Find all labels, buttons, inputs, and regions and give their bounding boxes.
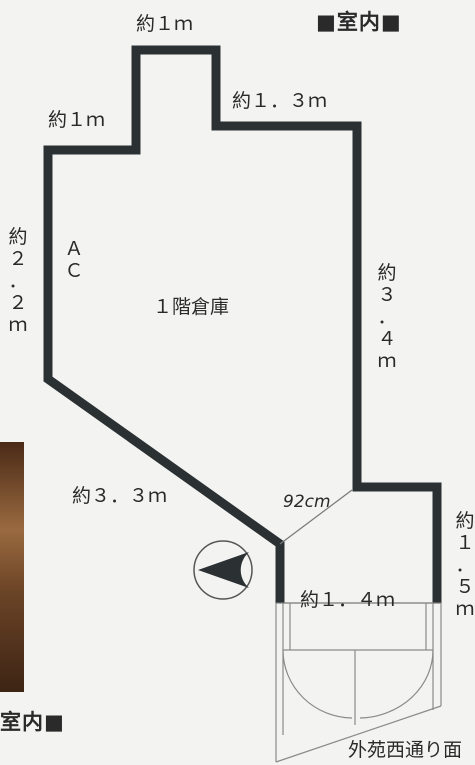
- door-gap-line: [279, 489, 353, 545]
- wall-outline: [43, 45, 442, 603]
- compass-icon: [193, 540, 253, 600]
- ac-label: Ａ Ｃ: [64, 238, 84, 282]
- dim-top: 約１ｍ: [136, 13, 193, 35]
- dim-left-side: 約 ２ ． ２ ｍ: [8, 226, 28, 336]
- header-top: ■室内■: [316, 10, 402, 34]
- side-photo: [0, 442, 24, 692]
- dim-entrance-depth: 約 １ ． ５ ｍ: [455, 510, 475, 620]
- dim-right-side: 約 ３ ． ４ ｍ: [377, 262, 397, 372]
- dim-step-right: 約１．３ｍ: [232, 90, 327, 112]
- dim-entrance-width: 約１．４ｍ: [300, 589, 395, 611]
- dim-diagonal: 約３．３ｍ: [72, 485, 167, 507]
- dim-door-gap: 92cm: [283, 492, 331, 512]
- header-bottom: 室内■: [0, 710, 65, 734]
- dim-step-left: 約１ｍ: [48, 109, 105, 131]
- street-label: 外苑西通り面: [348, 739, 462, 761]
- room-name: １階倉庫: [153, 296, 229, 318]
- entrance-doors: [275, 603, 442, 763]
